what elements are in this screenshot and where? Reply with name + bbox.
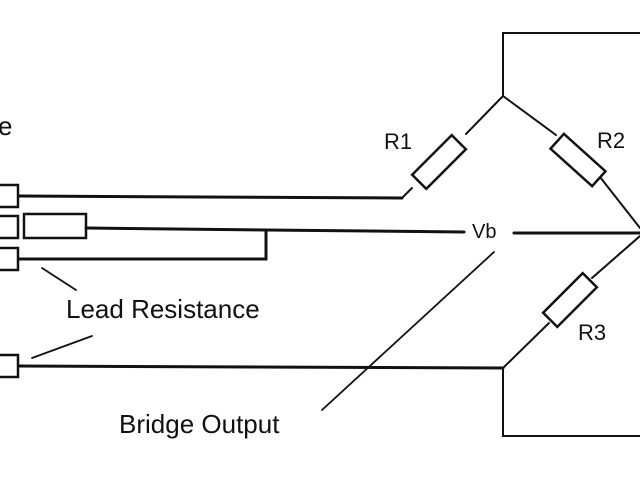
pointer-lead-resistance-2 — [31, 335, 93, 359]
label-r3: R3 — [578, 320, 607, 345]
label-vb: Vb — [472, 221, 497, 243]
arm-r3-wire — [502, 235, 640, 369]
label-bridge-output: Bridge Output — [119, 409, 280, 439]
lead-wire-1 — [16, 194, 404, 200]
lead-wire-4 — [16, 364, 505, 370]
bridge-top-wire — [502, 32, 640, 97]
resistor-r1 — [410, 133, 468, 191]
pointer-lead-resistance-1 — [41, 267, 77, 291]
resistor-r3 — [541, 271, 599, 329]
sensor-terminal-1 — [0, 183, 20, 209]
lead-wire-2 — [84, 226, 268, 232]
bridge-bottom-wire — [502, 367, 640, 437]
bridge-bus-wire-a — [264, 228, 466, 234]
label-r2: R2 — [597, 128, 626, 153]
lead-wire-3-loop — [16, 228, 268, 261]
sensor-terminal-2 — [0, 214, 20, 240]
sensor-terminal-3 — [0, 246, 20, 272]
arm-r2-wire — [502, 95, 640, 229]
resistor-r2 — [548, 132, 608, 188]
pointer-bridge-output — [321, 251, 495, 411]
sensor-terminal-4 — [0, 353, 20, 379]
label-lead-resistance: Lead Resistance — [66, 294, 260, 324]
label-r1: R1 — [384, 129, 413, 154]
arm-r1-wire — [401, 95, 504, 199]
lead-resistor — [22, 212, 88, 240]
label-partial-left: e — [0, 111, 13, 141]
